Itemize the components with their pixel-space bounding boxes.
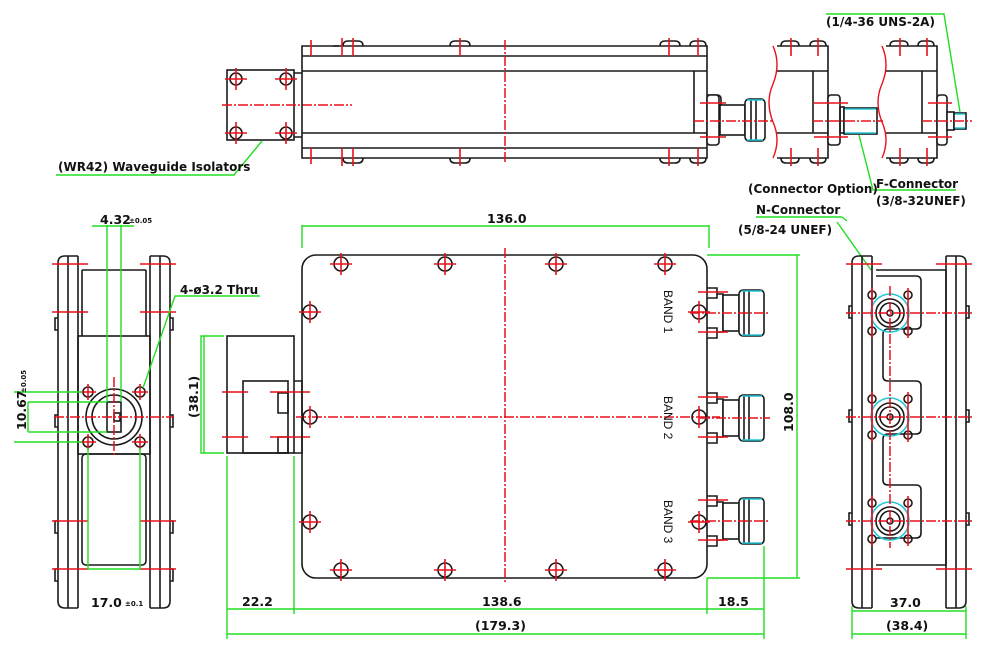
top-f-connector-option (768, 38, 883, 166)
dim-aperture-width-tol: ±0.05 (129, 217, 152, 225)
dim-body-height: 108.0 (781, 392, 796, 432)
dim-overall-length: (179.3) (475, 618, 526, 633)
top-view: (WR42) Waveguide Isolators (1/4-36 UNS-2… (56, 13, 972, 208)
dim-aperture-width: 4.32 (100, 212, 131, 227)
top-body (301, 45, 708, 159)
waveguide-holes (80, 384, 148, 450)
dim-flange-width: 17.0 (91, 595, 122, 610)
band-label-3: BAND 3 (661, 500, 675, 544)
callout-n-connector: N-Connector (756, 203, 840, 217)
dim-aperture-height-tol: ±0.05 (20, 370, 28, 393)
front-n-connector-1 (690, 287, 770, 339)
front-n-connector-2 (698, 392, 770, 444)
dim-isolator-length: 22.2 (242, 594, 273, 609)
dim-connector-length: 18.5 (718, 594, 749, 609)
dim-aperture-height: 10.67 (14, 390, 29, 430)
top-n-connector (694, 94, 772, 146)
callout-uns-thread: (1/4-36 UNS-2A) (826, 15, 935, 29)
callout-f-connector-thread: (3/8-32UNEF) (876, 194, 966, 208)
dim-flange-width-tol: ±0.1 (125, 600, 143, 608)
side-view-connectors: 37.0 (38.4) (846, 255, 972, 639)
callout-holes: 4-ø3.2 Thru (180, 283, 258, 297)
band-label-1: BAND 1 (661, 290, 675, 334)
front-view: BAND 1 BAND 2 BAND 3 (186, 203, 872, 639)
dim-side-overall-width: (38.4) (886, 618, 928, 633)
front-isolator (226, 335, 295, 454)
dim-isolator-height: (38.1) (186, 376, 201, 418)
top-body-slots (310, 38, 707, 166)
dim-body-length: 138.6 (482, 594, 522, 609)
callout-connector-option: (Connector Option) (748, 182, 878, 196)
top-uns-connector-option (877, 38, 972, 166)
callout-waveguide-isolators: (WR42) Waveguide Isolators (58, 160, 250, 174)
end-view-waveguide: 4.32 ±0.05 10.67 ±0.05 17.0 ±0.1 4-ø3.2 … (14, 212, 260, 610)
front-body-screws (299, 253, 710, 581)
callout-f-connector: F-Connector (876, 177, 958, 191)
band-label-2: BAND 2 (661, 396, 675, 440)
front-n-connector-3 (690, 495, 770, 547)
callout-n-connector-thread: (5/8-24 UNEF) (738, 223, 832, 237)
top-isolator-holes (225, 68, 297, 144)
dim-side-width: 37.0 (890, 595, 921, 610)
dim-body-width: 136.0 (487, 211, 527, 226)
